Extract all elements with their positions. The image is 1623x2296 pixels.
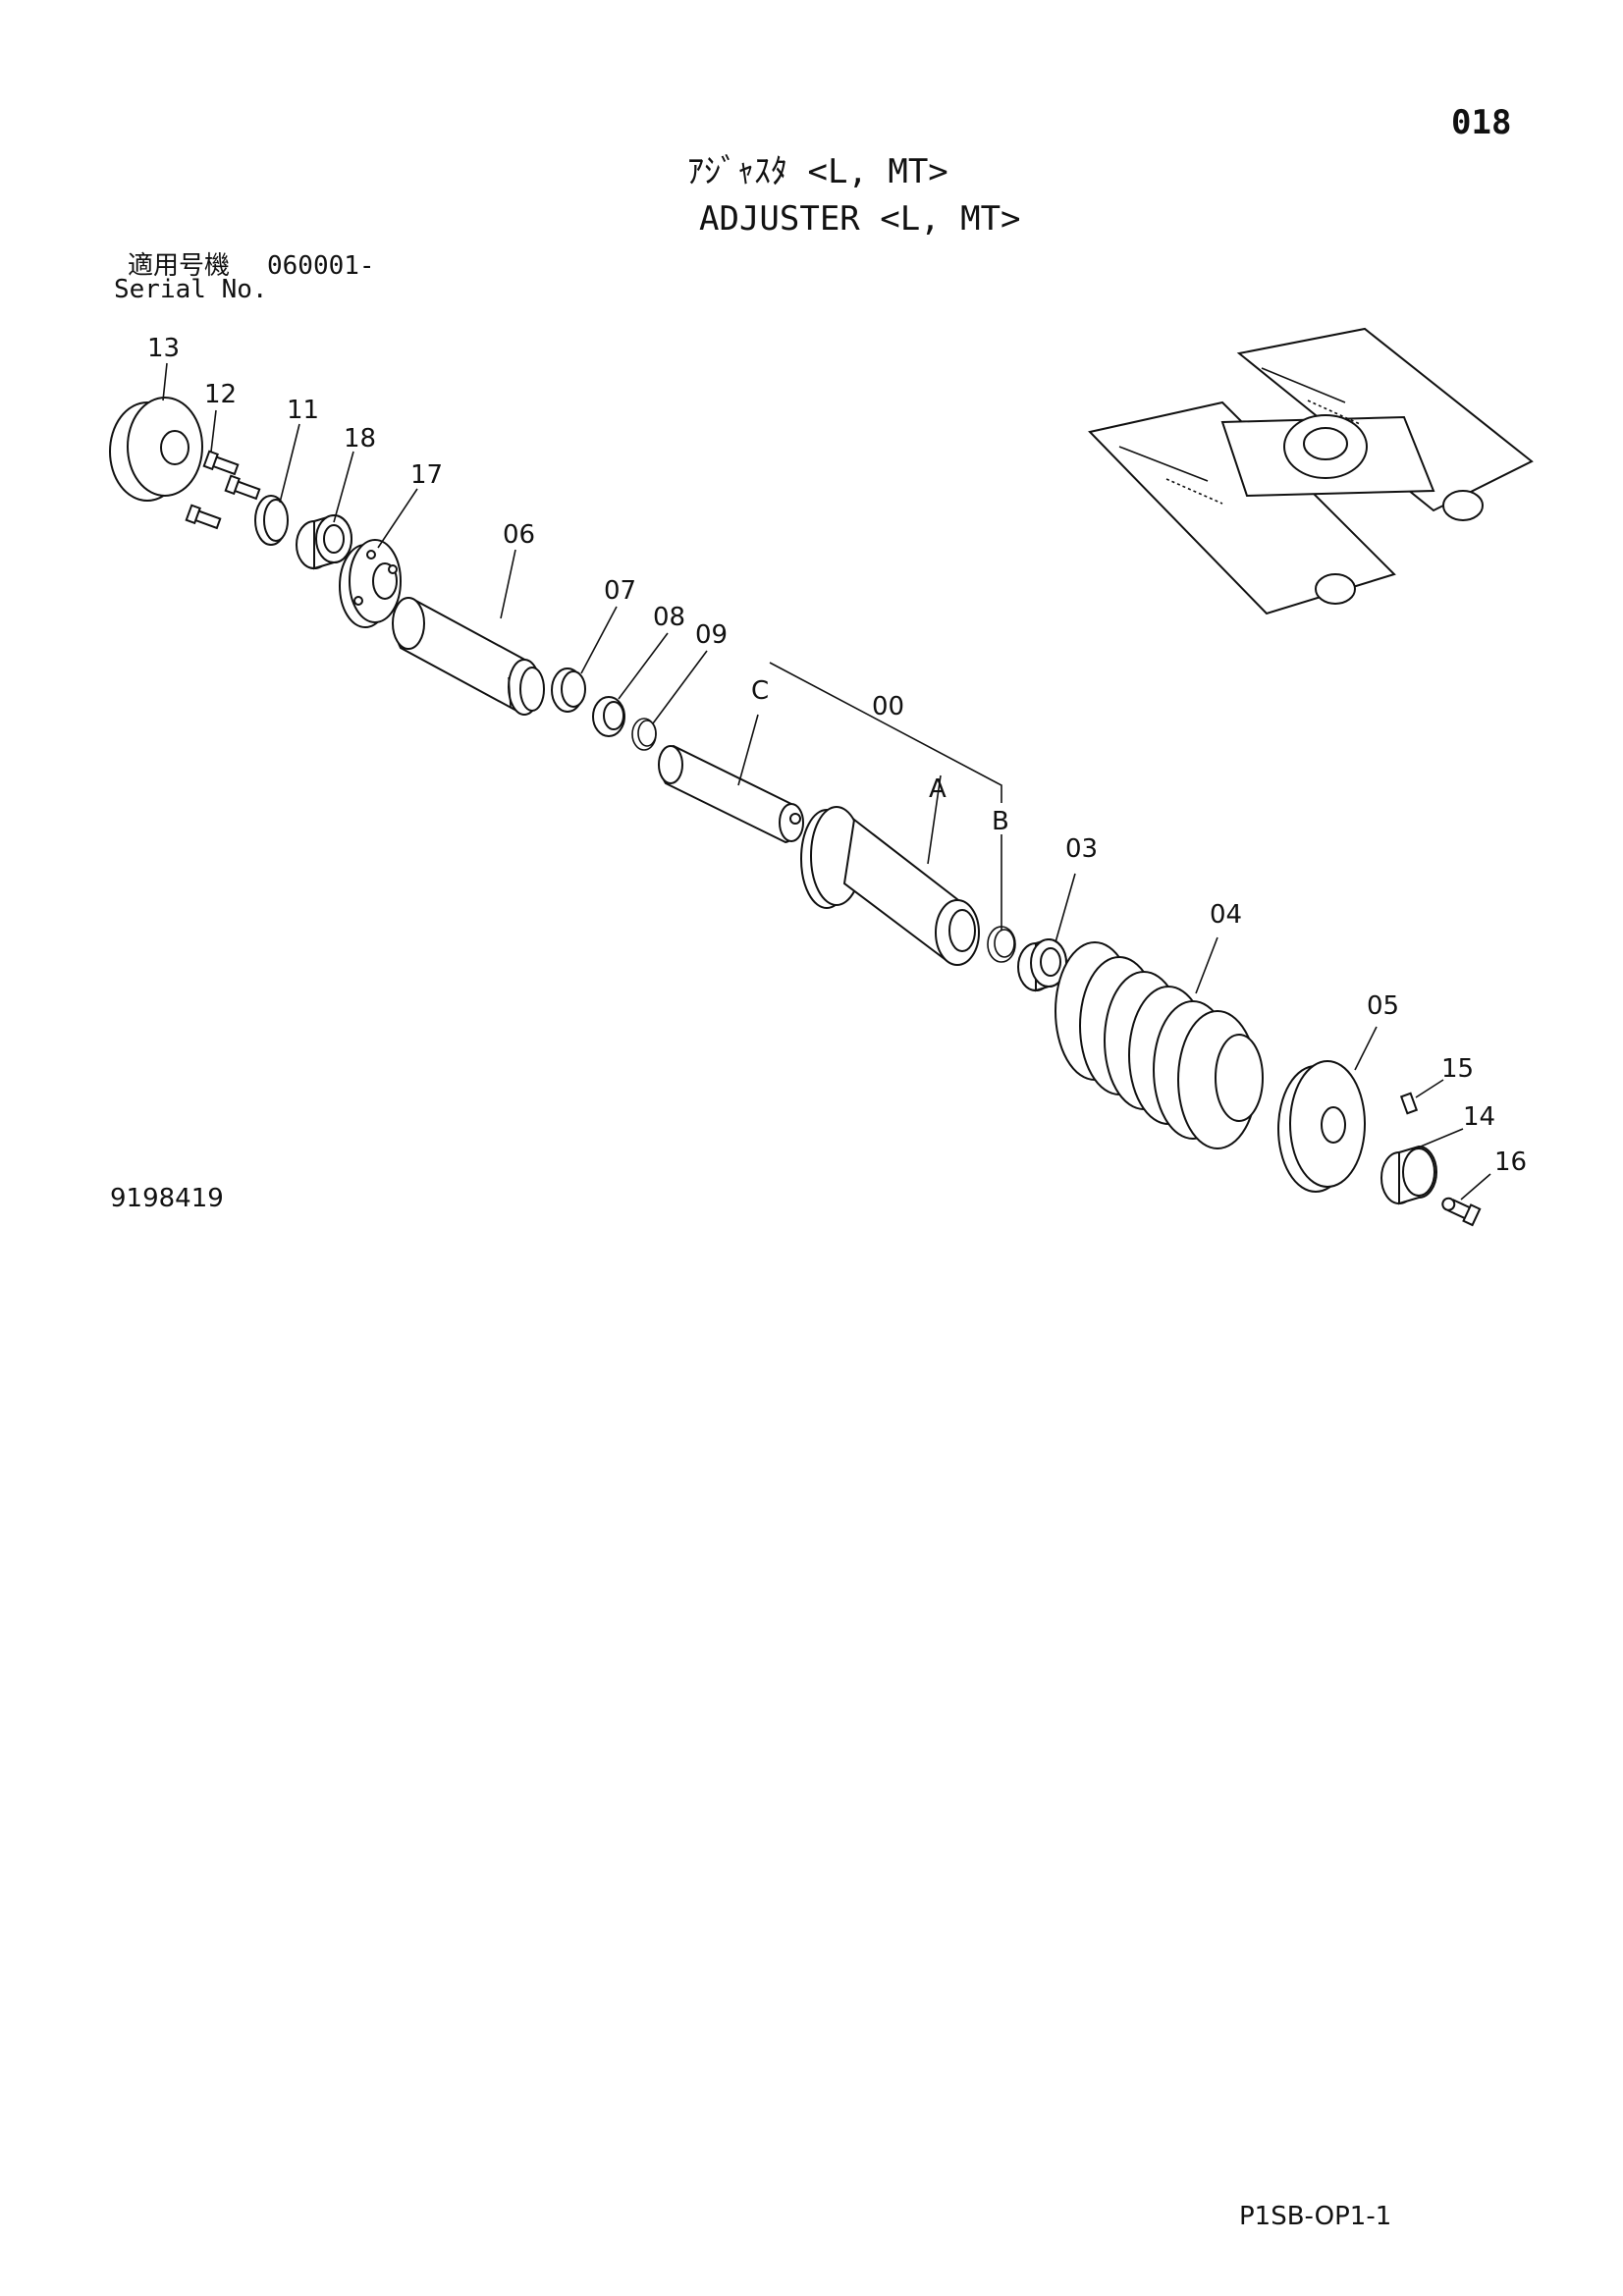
callout-05: 05 [1367,991,1399,1021]
callout-13: 13 [147,334,180,363]
callout-00: 00 [872,692,904,721]
part-14-cap [1380,1145,1437,1205]
callout-06: 06 [503,520,535,550]
serial-label-english: Serial No. [114,275,268,304]
undercarriage-inset-illustration [1088,327,1534,615]
part-03-bushing [1017,937,1067,992]
part-a-cylinder [800,806,980,966]
serial-number-value: 060001- [267,251,375,281]
drawing-number: 9198419 [110,1184,224,1213]
part-15-screw [1399,1092,1419,1115]
part-16-grease-fitting [1441,1197,1482,1227]
part-b-o-ring [987,926,1016,963]
callout-15: 15 [1441,1054,1474,1084]
callout-18: 18 [344,424,376,454]
callout-labels: 13 12 11 18 17 06 07 08 09 C 00 A B 03 0… [147,334,1527,1177]
part-09-snap-ring [631,718,657,751]
page-number: 018 [1451,103,1512,142]
part-18-bushing [296,513,352,570]
footer-code: P1SB-OP1-1 [1239,2202,1392,2231]
part-13-washer [109,397,203,502]
part-17-flange [339,539,402,628]
part-11-ring [254,495,289,546]
callout-b: B [992,807,1009,836]
callout-09: 09 [695,620,728,650]
callout-11: 11 [287,396,319,425]
callout-04: 04 [1210,900,1242,930]
callout-07: 07 [604,576,636,606]
callout-12: 12 [204,380,237,409]
part-08-seal [592,696,625,737]
callout-17: 17 [410,460,443,490]
callout-a: A [929,774,947,804]
callout-03: 03 [1065,834,1098,864]
leader-lines [162,362,1491,1201]
callout-14: 14 [1463,1102,1495,1132]
part-04-spring [1055,941,1264,1149]
part-12-bolts [185,450,261,530]
callout-16: 16 [1494,1148,1527,1177]
part-06-cylinder [392,597,545,716]
callout-08: 08 [653,603,685,632]
title-english: ADJUSTER <L, MT> [699,199,1021,239]
part-07-ring [551,667,586,713]
part-c-rod [658,744,804,844]
part-05-washer [1277,1060,1366,1193]
serial-label-japanese: 適用号機 [128,251,231,281]
callout-c: C [751,676,769,706]
title-japanese: ｱｼﾞｬｽﾀ <L, MT> [687,152,948,191]
